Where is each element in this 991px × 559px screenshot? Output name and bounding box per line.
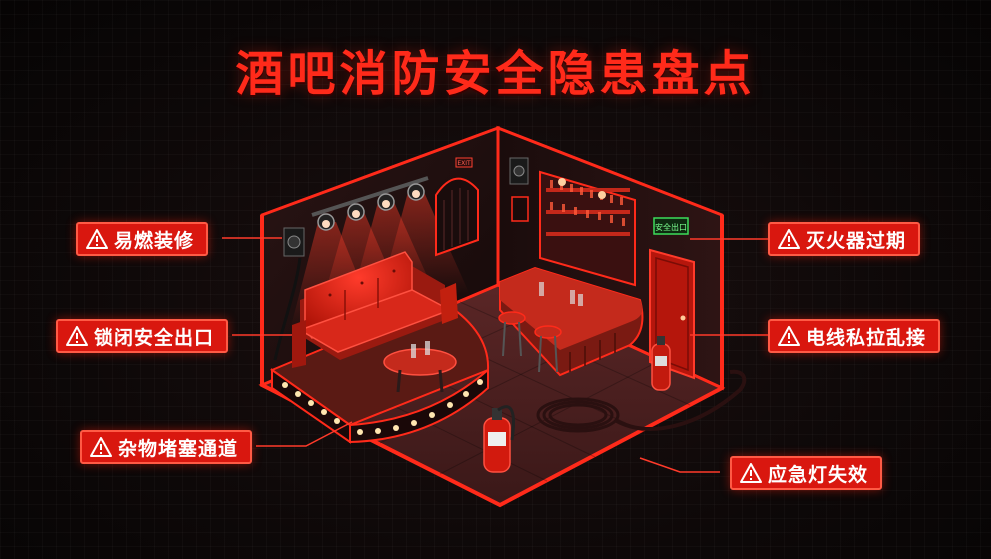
arched-door: EXIT bbox=[435, 157, 479, 257]
page-title: 酒吧消防安全隐患盘点 bbox=[235, 46, 756, 102]
hazard-label: 灭火器过期 bbox=[806, 229, 907, 252]
exit-sign-label: 安全出口 bbox=[655, 222, 687, 232]
warning-triangle-icon bbox=[86, 229, 108, 249]
hazard-label: 电线私拉乱接 bbox=[806, 326, 927, 349]
fire-extinguisher-back bbox=[651, 336, 671, 391]
coffee-table bbox=[383, 341, 457, 393]
hose-coil bbox=[536, 369, 747, 433]
fire-extinguisher-front bbox=[483, 405, 515, 473]
hazard-tag-flammable-decor: 易燃装修 bbox=[76, 222, 209, 256]
hazard-tag-illegal-wiring: 电线私拉乱接 bbox=[768, 319, 941, 353]
speaker-right bbox=[509, 157, 529, 185]
warning-triangle-icon bbox=[90, 437, 112, 457]
warning-triangle-icon bbox=[778, 326, 800, 346]
red-sofa bbox=[292, 251, 458, 368]
small-exit-sign: EXIT bbox=[457, 160, 471, 167]
hazard-label: 易燃装修 bbox=[114, 229, 195, 252]
hazard-tag-locked-exit: 锁闭安全出口 bbox=[56, 319, 229, 353]
hazard-label: 杂物堵塞通道 bbox=[118, 437, 239, 460]
stage-platform bbox=[269, 298, 490, 444]
warning-triangle-icon bbox=[740, 463, 762, 483]
light-track bbox=[311, 176, 429, 217]
wall-frame bbox=[511, 196, 529, 222]
hazard-label: 应急灯失效 bbox=[768, 463, 869, 486]
warning-triangle-icon bbox=[778, 229, 800, 249]
hazard-tag-blocked-passage: 杂物堵塞通道 bbox=[80, 430, 253, 464]
leader-lines bbox=[222, 237, 770, 473]
warning-triangle-icon bbox=[66, 326, 88, 346]
bar-shelves bbox=[539, 170, 636, 287]
speaker-left bbox=[273, 227, 305, 361]
exit-sign: 安全出口 bbox=[653, 217, 689, 235]
bar-stools bbox=[498, 311, 562, 373]
hazard-label: 锁闭安全出口 bbox=[94, 326, 215, 349]
hazard-tag-expired-extinguisher: 灭火器过期 bbox=[768, 222, 921, 256]
hazard-tag-emergency-light-failure: 应急灯失效 bbox=[730, 456, 883, 490]
